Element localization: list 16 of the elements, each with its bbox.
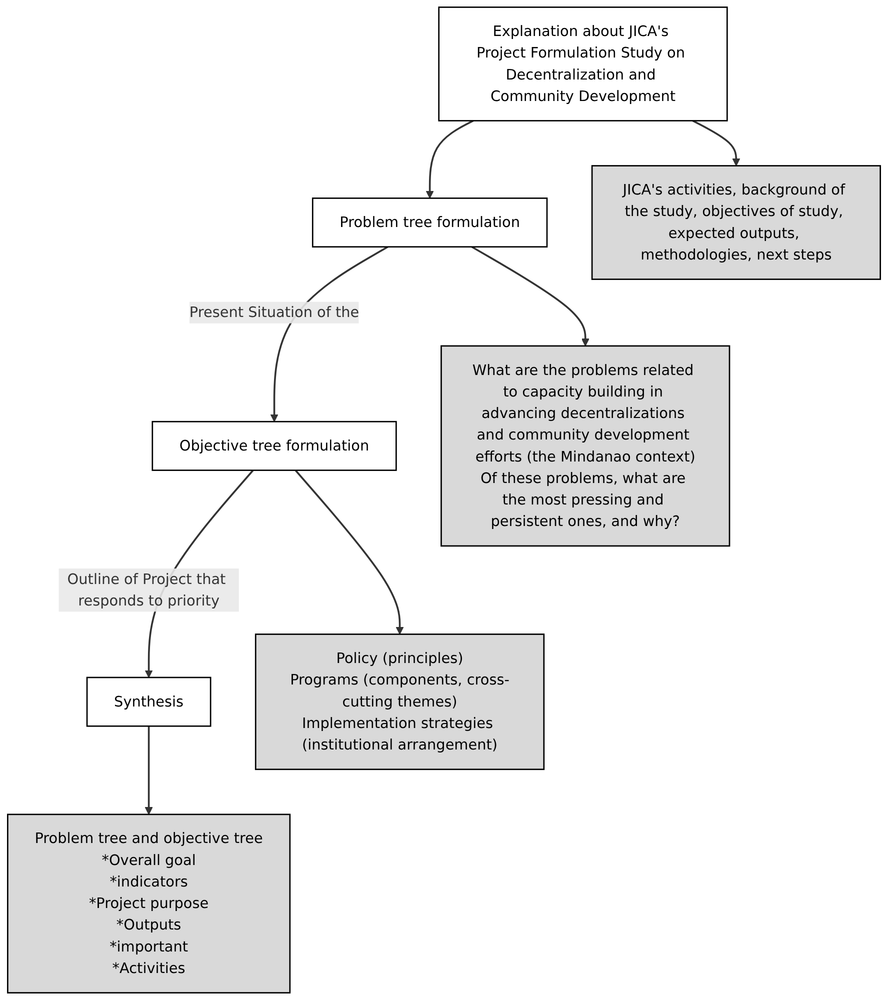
arrow <box>471 246 590 346</box>
arrow <box>270 246 388 422</box>
arrow <box>426 120 474 199</box>
edge-label: Outline of Project that responds to priority <box>67 570 226 610</box>
node-box: Objective tree formulation <box>152 420 397 471</box>
node-box: What are the problems related to capacity building in advancing decentralizations and community development efforts (the Mindanao context) Of these problems, what are the most pressing and persistent ones, and why? <box>440 345 730 547</box>
arrow <box>294 470 404 635</box>
edge-label: Present Situation of the <box>189 304 360 321</box>
node-box: Synthesis <box>86 676 212 727</box>
node-box: Policy (principles) Programs (components, cross-cutting themes) Implementation strategies (institutional arrangement) <box>254 634 545 770</box>
arrow <box>144 726 153 815</box>
node-box: JICA's activities, background of the study, objectives of study, expected outputs, methodologies, next steps <box>591 165 881 280</box>
arrow <box>692 120 740 166</box>
node-box: Explanation about JICA's Project Formulation Study on Decentralization and Community Development <box>438 6 728 122</box>
node-box: Problem tree and objective tree *Overall goal *indicators *Project purpose *Outputs *important *Activities <box>7 814 291 994</box>
node-box: Problem tree formulation <box>312 198 548 248</box>
